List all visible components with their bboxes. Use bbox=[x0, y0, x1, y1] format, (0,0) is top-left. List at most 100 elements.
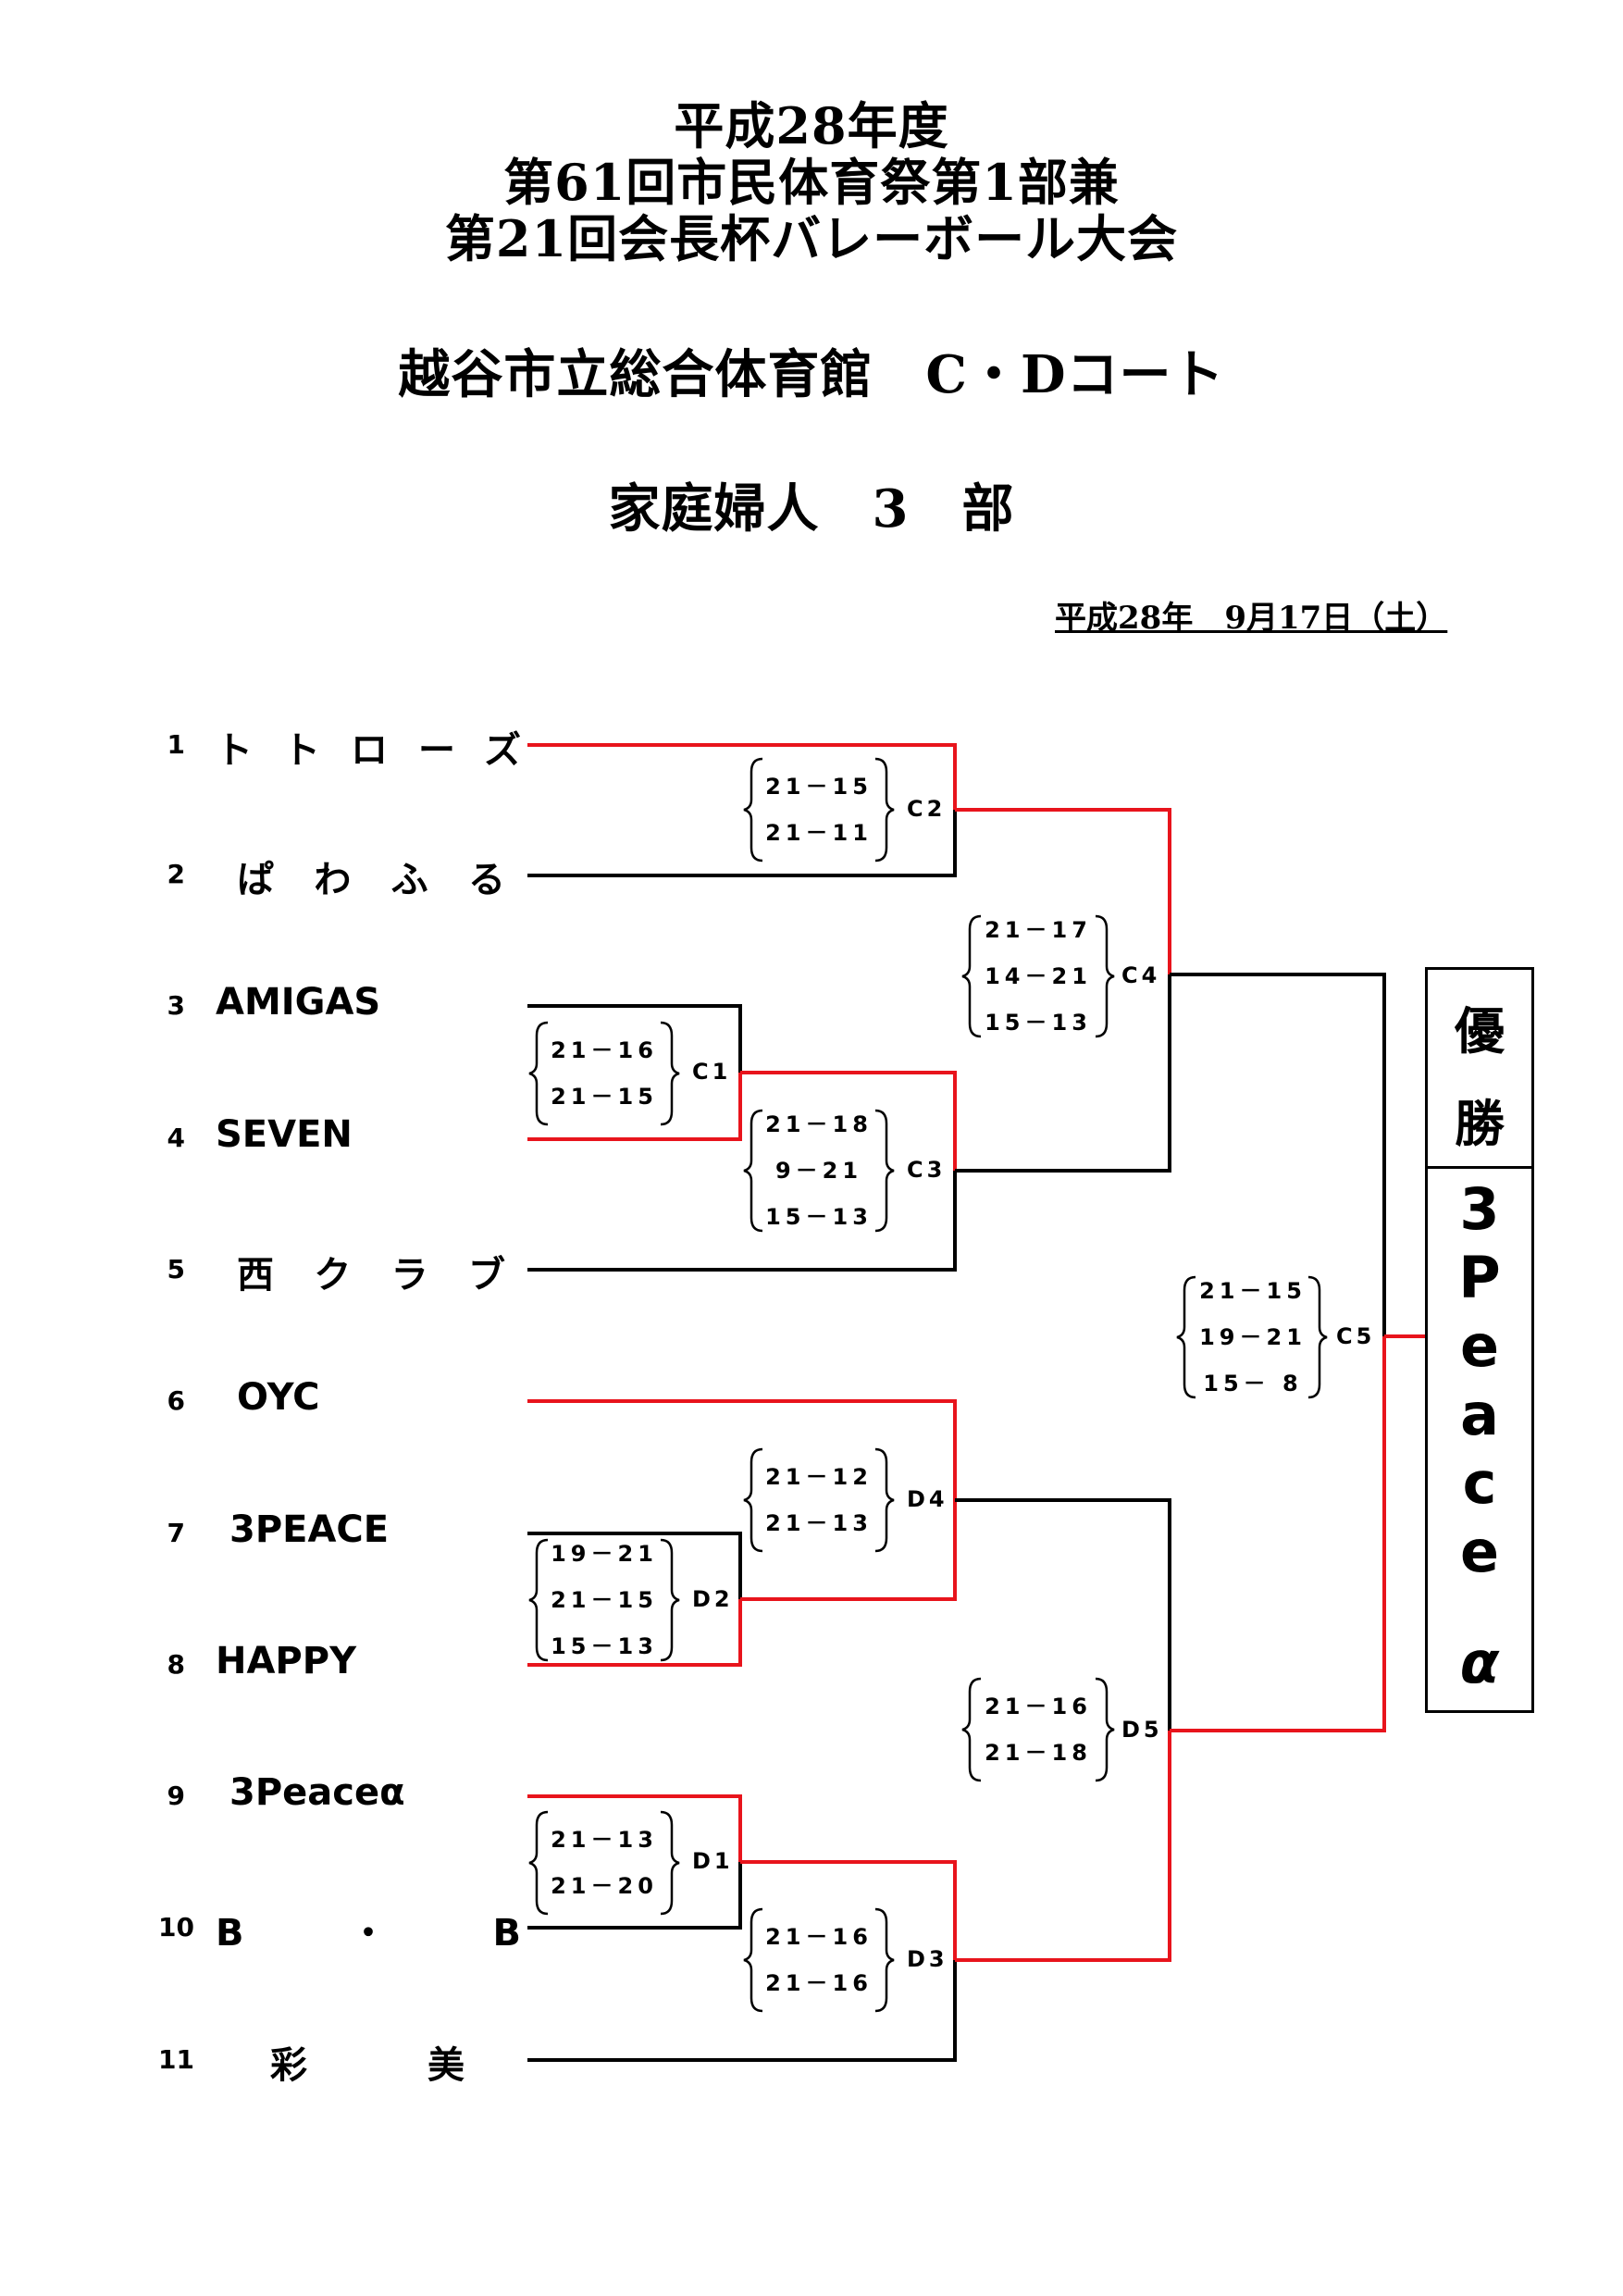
match-label-d4: D4 bbox=[907, 1486, 948, 1512]
set-score: 21－16 bbox=[765, 1970, 873, 1996]
brace-left bbox=[743, 1109, 763, 1233]
team-name: トトローズ bbox=[216, 729, 521, 772]
seed-number: 11 bbox=[158, 2044, 194, 2075]
team-name: AMIGAS bbox=[216, 981, 381, 1024]
bracket-line-team3 bbox=[527, 1004, 742, 1073]
set-score: 21－16 bbox=[985, 1694, 1092, 1719]
seed-number: 5 bbox=[167, 1254, 185, 1285]
match-scores-c5: 21－15 19－21 15－ 8 bbox=[1192, 1268, 1314, 1407]
match-label-c4: C4 bbox=[1121, 962, 1161, 988]
champion-name-char: e bbox=[1459, 1518, 1500, 1585]
brace-left bbox=[961, 1677, 982, 1782]
champion-name-char: a bbox=[1460, 1381, 1499, 1448]
brace-right bbox=[874, 1447, 895, 1553]
set-score: 21－17 bbox=[985, 917, 1092, 943]
bracket-line-team7 bbox=[527, 1532, 742, 1599]
venue-title: 越谷市立総合体育館 C・Dコート bbox=[398, 344, 1225, 405]
set-score: 21－18 bbox=[765, 1111, 873, 1137]
bracket-line-c2-winner bbox=[955, 808, 1171, 974]
division-title: 家庭婦人 3 部 bbox=[608, 478, 1015, 540]
match-label-d5: D5 bbox=[1121, 1717, 1163, 1743]
match-scores-d1: 21－13 21－20 bbox=[544, 1817, 664, 1909]
match-scores-c2: 21－15 21－11 bbox=[759, 763, 879, 856]
champion-heading: 優 勝 bbox=[1428, 970, 1531, 1169]
team-name: OYC bbox=[237, 1376, 320, 1419]
set-score: 21－13 bbox=[551, 1827, 658, 1853]
team-name: SEVEN bbox=[216, 1113, 353, 1156]
brace-right bbox=[874, 1109, 895, 1233]
set-score: 21－12 bbox=[765, 1464, 873, 1490]
set-score: 21－15 bbox=[551, 1587, 658, 1613]
set-score: 21－13 bbox=[765, 1510, 873, 1536]
set-score: 21－16 bbox=[765, 1924, 873, 1950]
match-label-c1: C1 bbox=[692, 1059, 732, 1085]
match-scores-d2: 19－21 21－15 15－13 bbox=[544, 1531, 664, 1669]
match-label-c3: C3 bbox=[907, 1157, 947, 1183]
seed-number: 7 bbox=[167, 1518, 185, 1548]
set-score: 15－13 bbox=[985, 1010, 1092, 1036]
seed-number: 6 bbox=[167, 1385, 185, 1416]
brace-left bbox=[961, 914, 982, 1038]
match-label-d2: D2 bbox=[692, 1586, 734, 1612]
seed-number: 9 bbox=[167, 1781, 185, 1811]
match-label-c5: C5 bbox=[1336, 1323, 1376, 1349]
bracket-line-d2-winner bbox=[740, 1500, 957, 1601]
champion-name-char: c bbox=[1462, 1449, 1497, 1517]
brace-right bbox=[660, 1810, 680, 1916]
set-score: 21－15 bbox=[551, 1084, 658, 1110]
bracket-line-team1 bbox=[527, 743, 957, 810]
match-scores-c3: 21－18 9－21 15－13 bbox=[759, 1101, 879, 1240]
bracket-line-team9 bbox=[527, 1794, 742, 1862]
bracket-line-team2 bbox=[527, 810, 957, 877]
seed-number: 4 bbox=[167, 1123, 185, 1153]
bracket-line-team10 bbox=[527, 1862, 742, 1930]
bracket-line-d1-winner bbox=[740, 1860, 957, 1960]
brace-right bbox=[1095, 914, 1115, 1038]
champion-name-char: P bbox=[1458, 1244, 1501, 1311]
brace-left bbox=[528, 1538, 549, 1662]
set-score: 21－20 bbox=[551, 1873, 658, 1899]
match-scores-d5: 21－16 21－18 bbox=[977, 1683, 1099, 1776]
seed-number: 2 bbox=[167, 859, 185, 889]
brace-right bbox=[874, 1907, 895, 2013]
brace-left bbox=[1176, 1275, 1196, 1399]
match-scores-c4: 21－17 14－21 15－13 bbox=[977, 907, 1099, 1046]
title-year: 平成28年度 bbox=[674, 96, 949, 155]
set-score: 15－13 bbox=[765, 1204, 873, 1230]
bracket-line-c4-winner bbox=[1170, 973, 1386, 1336]
bracket-line-c1-winner bbox=[740, 1071, 957, 1171]
brace-left bbox=[743, 1447, 763, 1553]
brace-right bbox=[874, 757, 895, 863]
match-scores-c1: 21－16 21－15 bbox=[544, 1027, 664, 1120]
match-date: 平成28年 9月17日（土） bbox=[1055, 600, 1448, 637]
bracket-line-team4 bbox=[527, 1073, 742, 1141]
set-score: 19－21 bbox=[551, 1541, 658, 1567]
champion-name-char: α bbox=[1459, 1629, 1500, 1696]
seed-number: 1 bbox=[167, 729, 185, 760]
set-score: 21－16 bbox=[551, 1037, 658, 1063]
match-label-d3: D3 bbox=[907, 1946, 948, 1972]
team-name: HAPPY bbox=[216, 1640, 357, 1682]
champion-name-char: e bbox=[1459, 1312, 1500, 1380]
champion-box: 優 勝 3 P e a c e α bbox=[1425, 967, 1534, 1713]
brace-right bbox=[1307, 1275, 1328, 1399]
set-score: 21－18 bbox=[985, 1740, 1092, 1766]
set-score: 21－15 bbox=[1199, 1278, 1307, 1304]
set-score: 19－21 bbox=[1199, 1324, 1307, 1350]
bracket-line-team8 bbox=[527, 1599, 742, 1667]
brace-left bbox=[528, 1810, 549, 1916]
bracket-line-c3-winner bbox=[955, 974, 1171, 1173]
bracket-line-team6 bbox=[527, 1399, 957, 1500]
set-score: 21－11 bbox=[765, 820, 873, 846]
set-score: 14－21 bbox=[985, 963, 1092, 989]
bracket-line-d5-winner bbox=[1170, 1336, 1386, 1732]
title-tournament: 第21回会長杯バレーボール大会 bbox=[444, 209, 1179, 268]
brace-left bbox=[743, 757, 763, 863]
brace-right bbox=[660, 1021, 680, 1126]
set-score: 15－13 bbox=[551, 1633, 658, 1659]
match-scores-d3: 21－16 21－16 bbox=[759, 1914, 879, 2006]
seed-number: 3 bbox=[167, 990, 185, 1021]
match-scores-d4: 21－12 21－13 bbox=[759, 1454, 879, 1546]
brace-left bbox=[743, 1907, 763, 2013]
